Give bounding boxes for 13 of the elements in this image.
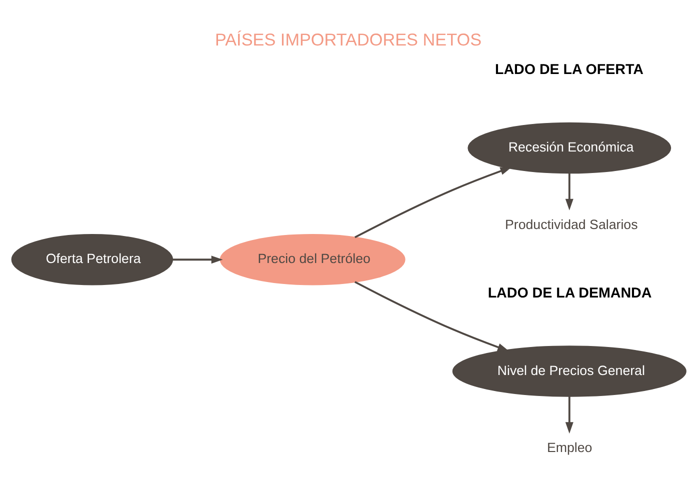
arrow [354,280,510,351]
node-ellipse: Oferta Petrolera [11,234,174,285]
label: LADO DE LA OFERTA [494,62,644,78]
label: LADO DE LA DEMANDA [488,284,652,301]
diagram-title: PAÍSES IMPORTADORES NETOS [214,28,482,49]
node-ellipse: Precio del Petróleo [220,234,406,285]
arrow [172,255,223,264]
node-ellipse: Nivel de Precios General [452,345,686,396]
arrow [565,396,574,434]
arrow [565,172,574,210]
node-text: Productividad Salarios [505,216,638,232]
node-text: Empleo [546,440,592,455]
arrow [354,166,512,238]
